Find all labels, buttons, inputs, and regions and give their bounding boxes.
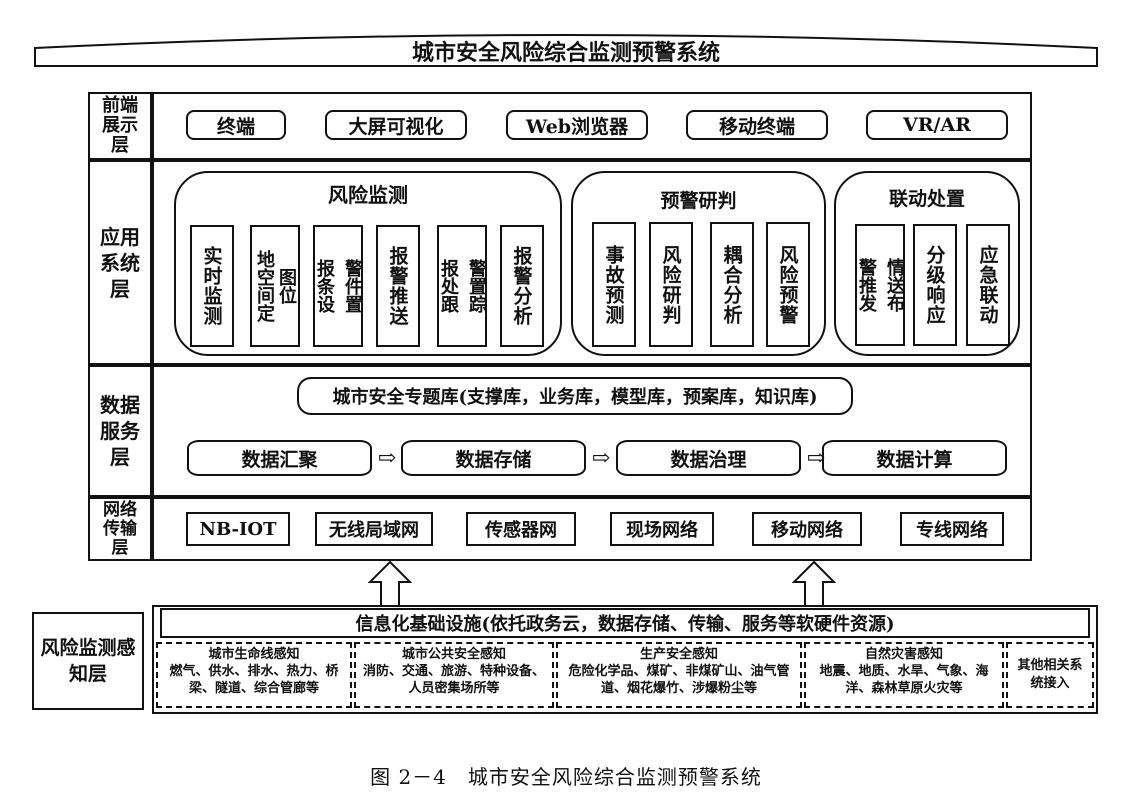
flow-data-computing: 数据计算: [822, 440, 1007, 476]
sense-category-body: 消防、交通、旅游、特种设备、人员密集场所等: [362, 664, 545, 696]
net-dedicated: 专线网络: [900, 512, 1004, 546]
sense-category-title: 其他相关系统接入: [1017, 658, 1083, 691]
func-graded-response: 分级响应: [913, 224, 957, 346]
func-alarm-analysis: 报警分析: [500, 225, 544, 347]
up-arrow-icon: [792, 560, 836, 607]
system-title: 城市安全风险综合监测预警系统: [411, 40, 720, 66]
net-mobile: 移动网络: [752, 512, 862, 546]
data-layer-panel: [152, 365, 1032, 497]
sense-category-title: 自然灾害感知: [864, 647, 943, 662]
front-item-vr-ar: VR/AR: [866, 110, 1008, 140]
group-joint-response-title: 联动处置: [888, 187, 965, 210]
flow-arrow-2: ⇨: [591, 445, 611, 471]
layer-label-app: 应用系统层: [88, 160, 152, 365]
sense-layer-panel: [152, 605, 1098, 714]
infrastructure-bar: 信息化基础设施(依托政务云，数据存储、传输、服务等软硬件资源): [160, 608, 1090, 638]
net-field: 现场网络: [610, 512, 714, 546]
group-risk-monitoring: [174, 171, 562, 356]
title-banner-shape: [34, 34, 1098, 67]
group-early-warning: [571, 171, 826, 356]
func-alert-publish: 情送布警推发: [855, 224, 905, 346]
layer-label-front: 前端展示层: [88, 92, 152, 160]
func-realtime-monitoring: 实时监测: [190, 225, 234, 347]
func-risk-warning: 风险预警: [766, 222, 810, 347]
sense-category-lifeline: 城市生命线感知 燃气、供水、排水、热力、桥梁、隧道、综合管廊等: [156, 642, 352, 708]
front-layer-panel: [152, 92, 1032, 160]
flow-data-storage: 数据存储: [401, 440, 586, 476]
func-map-location: 图位地空间定: [250, 225, 300, 347]
net-sensor: 传感器网: [466, 512, 576, 546]
group-joint-response: [834, 171, 1020, 356]
flow-data-aggregation: 数据汇聚: [187, 440, 372, 476]
sense-category-body: 地震、地质、水旱、气象、海洋、森林草原火灾等: [819, 664, 989, 696]
func-emergency-linkage: 应急联动: [966, 224, 1010, 346]
group-early-warning-title: 预警研判: [660, 189, 737, 212]
sense-category-production-safety: 生产安全感知 危险化学品、煤矿、非煤矿山、油气管道、烟花爆竹、涉爆粉尘等: [556, 642, 802, 708]
layer-label-sense: 风险监测感知层: [32, 612, 144, 710]
sense-category-natural-disaster: 自然灾害感知 地震、地质、水旱、气象、海洋、森林草原火灾等: [804, 642, 1004, 708]
func-accident-prediction: 事故预测: [592, 222, 636, 347]
front-item-mobile: 移动终端: [686, 110, 828, 140]
net-wlan: 无线局域网: [315, 512, 433, 546]
func-alarm-condition: 警件置报条设: [313, 225, 363, 347]
sense-category-body: 危险化学品、煤矿、非煤矿山、油气管道、烟花爆竹、涉爆粉尘等: [568, 664, 790, 696]
sense-category-other: 其他相关系统接入: [1006, 642, 1094, 708]
sense-category-body: 燃气、供水、排水、热力、桥梁、隧道、综合管廊等: [169, 664, 339, 696]
func-coupling-analysis: 耦合分析: [710, 222, 754, 347]
figure-caption: 图 2－4 城市安全风险综合监测预警系统: [370, 764, 762, 789]
group-risk-monitoring-title: 风险监测: [328, 182, 408, 207]
flow-arrow-1: ⇨: [377, 445, 397, 471]
sense-category-title: 生产安全感知: [639, 647, 718, 662]
app-layer-panel: [152, 160, 1032, 365]
sense-category-title: 城市公共安全感知: [401, 647, 506, 662]
sense-category-title: 城市生命线感知: [208, 647, 300, 662]
front-item-terminal: 终端: [186, 110, 286, 140]
net-nb-iot: NB-IOT: [186, 512, 290, 546]
front-item-web-browser: Web浏览器: [506, 110, 648, 140]
layer-label-data: 数据服务层: [88, 365, 152, 497]
flow-data-governance: 数据治理: [616, 440, 801, 476]
up-arrow-icon: [368, 560, 412, 607]
sense-category-public-safety: 城市公共安全感知 消防、交通、旅游、特种设备、人员密集场所等: [354, 642, 554, 708]
front-item-big-screen: 大屏可视化: [325, 110, 467, 140]
topic-library: 城市安全专题库(支撑库，业务库，模型库，预案库，知识库): [297, 377, 853, 415]
layer-label-net: 网络传输层: [88, 497, 152, 561]
func-alarm-push: 报警推送: [376, 225, 420, 347]
func-alarm-tracking: 警置踪报处跟: [437, 225, 487, 347]
flow-arrow-3: ⇨: [806, 445, 826, 471]
network-layer-panel: [152, 497, 1032, 561]
func-risk-assessment: 风险研判: [649, 222, 693, 347]
